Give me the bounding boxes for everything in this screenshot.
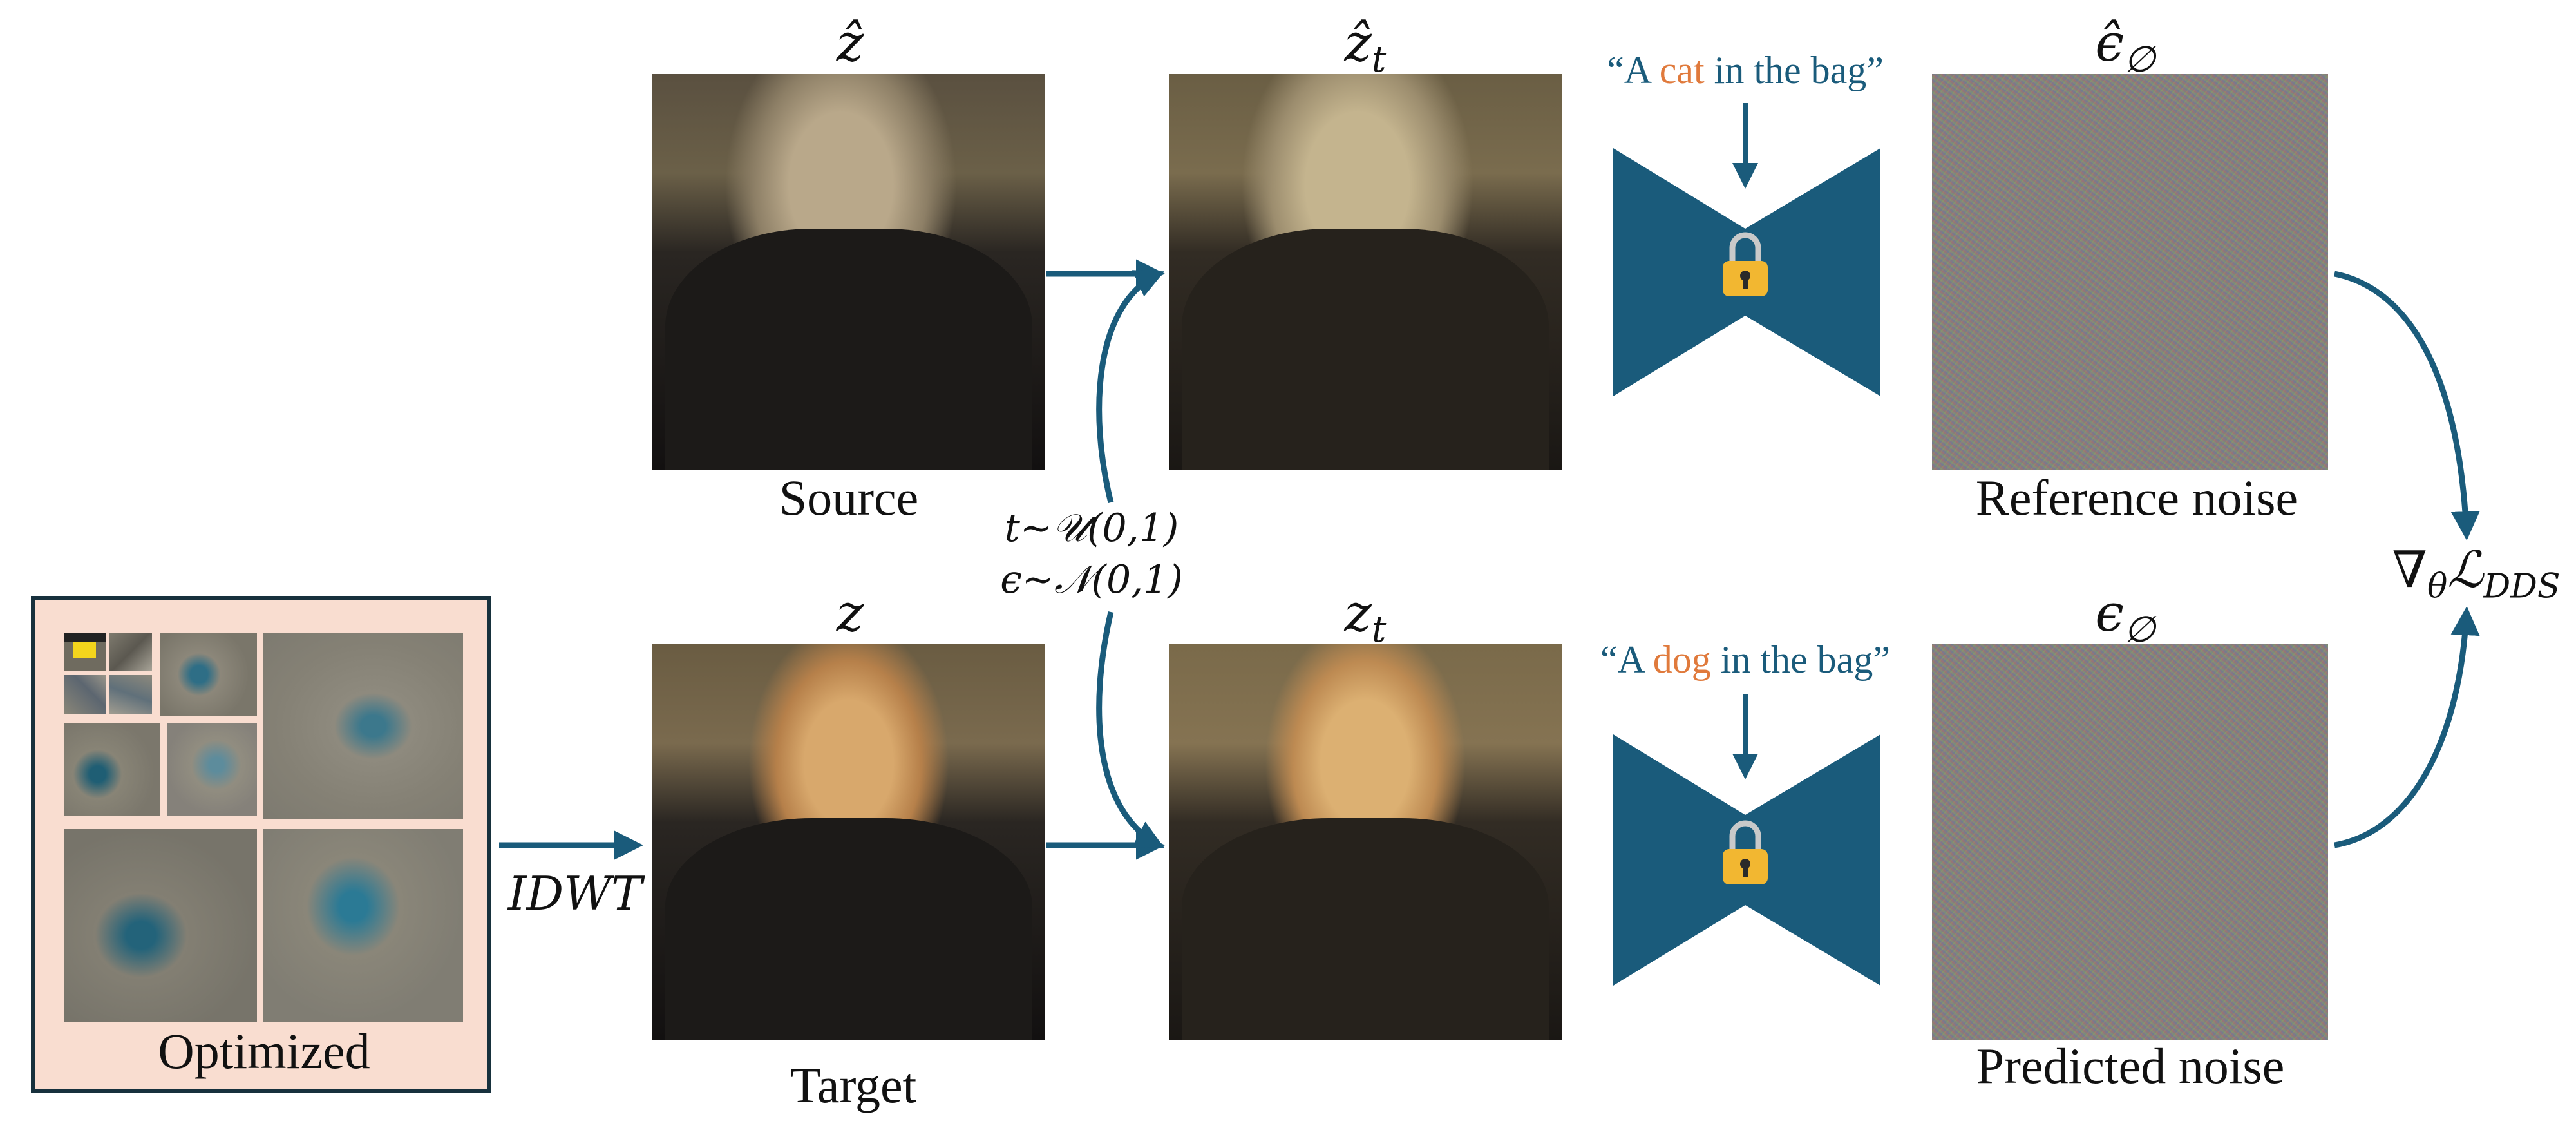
- idwt-label: IDWT: [507, 866, 643, 921]
- dds-loss-label: ∇θℒDDS: [2392, 541, 2561, 606]
- noise-curve-down: [1096, 611, 1164, 848]
- pred-noise-caption: Predicted noise: [1976, 1038, 2285, 1094]
- pred-noise-to-loss-arrow: [2334, 606, 2480, 848]
- target-symbol: z: [836, 583, 864, 643]
- wavelet-band: [263, 829, 463, 1022]
- noisy-target-symbol: zt: [1344, 583, 1387, 651]
- wavelet-band: [167, 723, 257, 816]
- optimized-caption: Optimized: [158, 1023, 370, 1079]
- bag-shape: [665, 818, 1032, 1040]
- pred-noise-symbol: ϵ∅: [2095, 583, 2155, 651]
- wavelet-band: [64, 723, 160, 816]
- source-image: [652, 74, 1045, 470]
- eps-sampling: ϵ∼𝒩(0,1): [1000, 557, 1183, 602]
- noisy-target-image: [1169, 644, 1562, 1040]
- predicted-noise-image: [1932, 644, 2328, 1040]
- noise-curve-up: [1096, 270, 1165, 504]
- wavelet-band: [160, 633, 257, 716]
- wavelet-band: [64, 675, 106, 714]
- wavelet-band: [109, 633, 152, 671]
- prompt-top: “A cat in the bag”: [1607, 49, 1884, 91]
- bag-shape: [665, 229, 1032, 470]
- optimized-panel: Optimized: [31, 596, 491, 1093]
- target-caption: Target: [790, 1057, 917, 1113]
- ref-noise-to-loss-arrow: [2334, 271, 2480, 540]
- prompt-bottom: “A dog in the bag”: [1600, 638, 1890, 681]
- noisy-source-image: [1169, 74, 1562, 470]
- ref-noise-symbol: ϵ̂∅: [2095, 13, 2155, 81]
- bag-shape: [1182, 229, 1549, 470]
- t-sampling: t∼𝒰(0,1): [1004, 506, 1179, 551]
- wavelet-ll-band: [64, 633, 106, 671]
- noisy-source-symbol: ẑt: [1344, 13, 1387, 81]
- reference-noise-image: [1932, 74, 2328, 470]
- source-caption: Source: [779, 470, 919, 526]
- bag-shape: [1182, 818, 1549, 1040]
- wavelet-band: [263, 633, 463, 819]
- ref-noise-caption: Reference noise: [1975, 470, 2298, 526]
- wavelet-band: [64, 829, 257, 1022]
- target-image: [652, 644, 1045, 1040]
- wavelet-band: [109, 675, 152, 714]
- source-symbol: ẑ: [836, 13, 864, 73]
